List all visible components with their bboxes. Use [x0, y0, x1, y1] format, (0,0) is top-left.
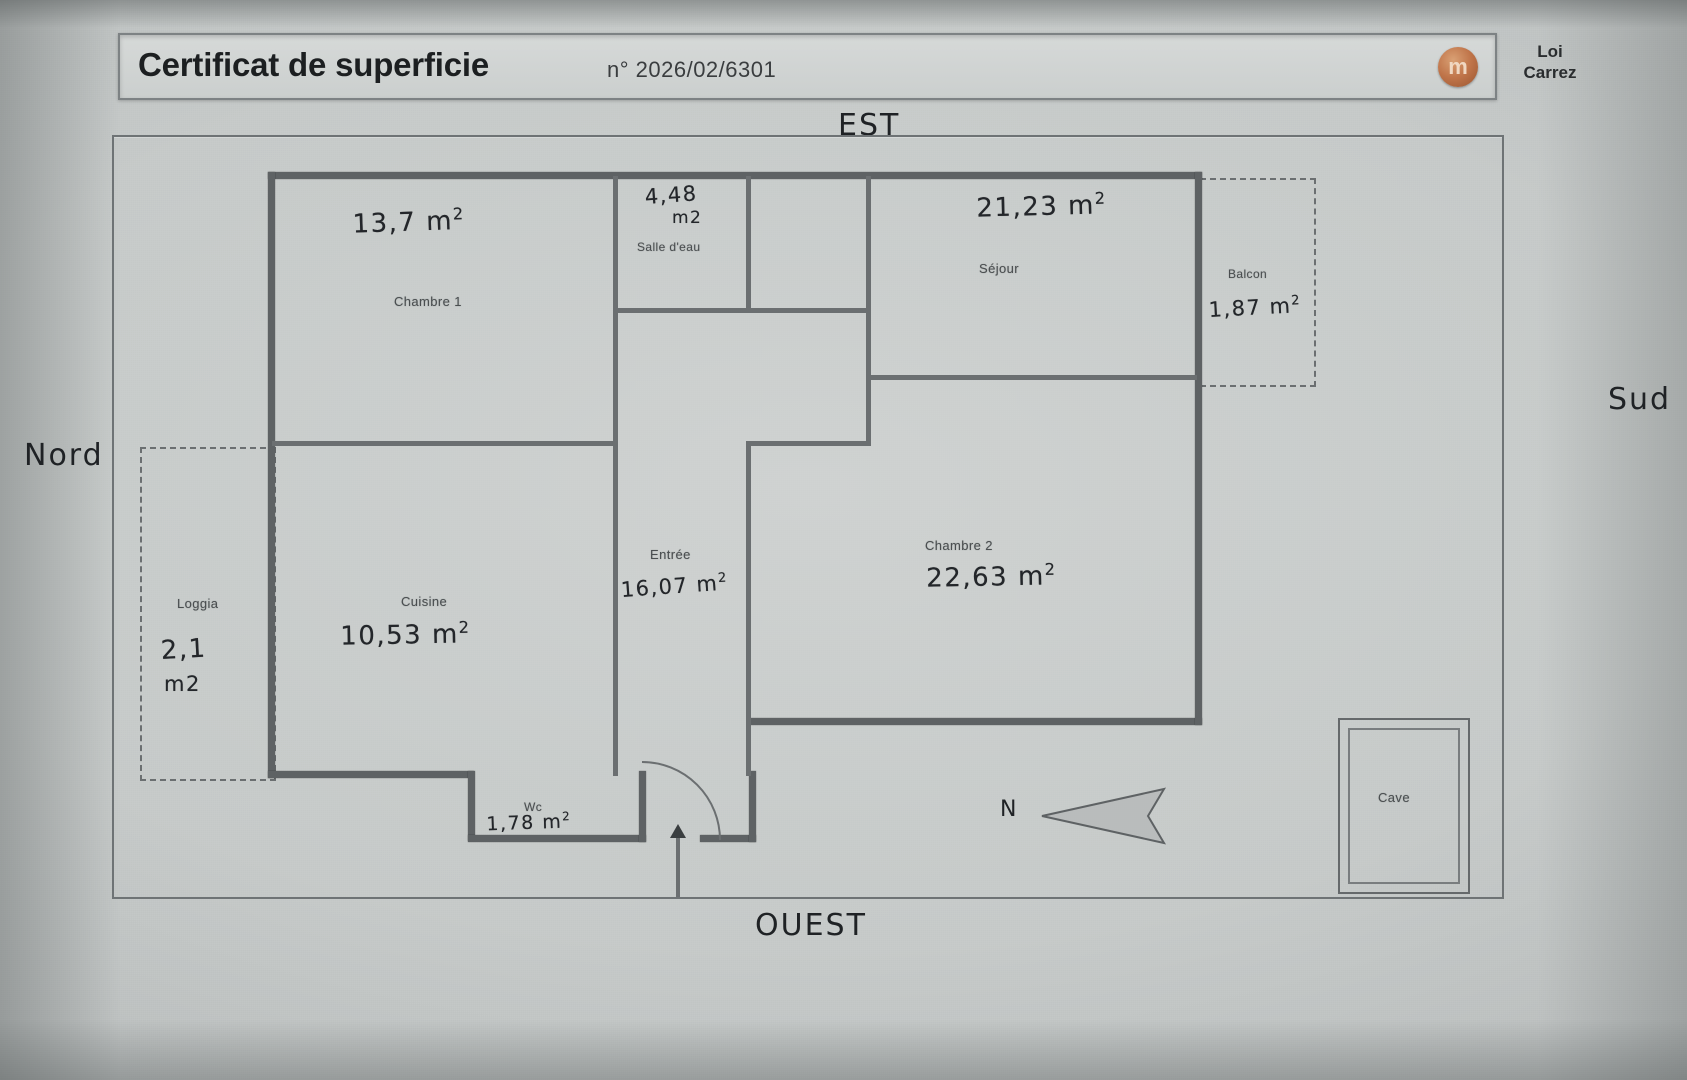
partition-sejour-left	[866, 176, 871, 376]
room-label-balcon: Balcon	[1228, 267, 1268, 281]
balcon-outline	[1200, 178, 1316, 387]
entry-arrow-icon	[670, 824, 686, 838]
wall-chambre2-bottom	[749, 718, 1202, 725]
wall-top	[268, 172, 1202, 179]
room-label-salle-deau: Salle d'eau	[637, 240, 701, 254]
orientation-label-west: OUEST	[755, 908, 867, 943]
cave-box	[1338, 718, 1470, 894]
wall-wc-bottom	[468, 835, 646, 842]
wall-entree-bottom	[700, 835, 756, 842]
handwritten-area-chambre-1: 13,7 m2	[352, 204, 465, 240]
handwritten-area-cuisine: 10,53 m2	[340, 617, 471, 652]
certificate-header-bar: Certificat de superficie n° 2026/02/6301…	[118, 33, 1576, 100]
entry-threshold-line	[676, 835, 680, 897]
handwritten-area-wc: 1,78 m2	[486, 809, 572, 836]
room-label-entree: Entrée	[650, 547, 691, 562]
brand-line-2: Carrez	[1523, 63, 1577, 83]
wall-left	[268, 172, 275, 778]
partition-west-vertical	[613, 176, 618, 776]
handwritten-area-salle-deau-line2: m2	[672, 208, 703, 228]
photo-shadow-left	[0, 0, 120, 1080]
room-label-cave: Cave	[1378, 790, 1410, 805]
room-label-wc: Wc	[524, 800, 543, 814]
compass-north-label: N	[1000, 797, 1017, 822]
wall-wc-left	[468, 771, 475, 841]
room-label-chambre-1: Chambre 1	[394, 294, 462, 309]
photo-shadow-right	[1537, 0, 1687, 1080]
plan-outer-frame	[112, 135, 1504, 899]
carrez-seal-icon: m	[1438, 47, 1478, 87]
partition-chambre1-cuisine	[272, 441, 618, 446]
handwritten-area-loggia-line2: m2	[164, 672, 201, 696]
handwritten-area-chambre-2: 22,63 m2	[926, 559, 1057, 594]
partition-entree-step-bottom	[746, 441, 871, 446]
partition-salledeau-right	[746, 176, 751, 313]
wall-wc-right	[639, 771, 646, 842]
orientation-label-east: EST	[838, 108, 901, 143]
handwritten-area-sejour: 21,23 m2	[976, 188, 1107, 224]
compass-arrow-icon	[1041, 787, 1167, 845]
room-label-loggia: Loggia	[177, 596, 219, 611]
loggia-outline	[140, 447, 276, 781]
brand-label: Loi Carrez	[1490, 41, 1610, 84]
handwritten-area-salle-deau-line1: 4,48	[644, 181, 699, 209]
document-number: n° 2026/02/6301	[607, 57, 777, 82]
photo-shadow-bottom	[0, 1020, 1687, 1080]
wall-bottom-left	[268, 771, 474, 778]
handwritten-area-loggia-line1: 2,1	[160, 633, 208, 666]
door-swing-arc	[641, 761, 721, 841]
room-label-sejour: Séjour	[979, 261, 1019, 276]
partition-sejour-chambre2	[871, 375, 1197, 380]
orientation-label-north: Nord	[24, 438, 104, 473]
cave-box-inner	[1348, 728, 1460, 884]
brand-line-1: Loi	[1537, 42, 1563, 61]
seal-letter: m	[1448, 54, 1468, 79]
room-label-chambre-2: Chambre 2	[925, 538, 993, 553]
wall-entree-right	[749, 771, 756, 842]
wall-right	[1195, 172, 1202, 725]
partition-entree-step-top	[618, 308, 871, 313]
partition-entree-right	[746, 441, 751, 776]
page-title: Certificat de superficie	[138, 46, 489, 83]
partition-entree-step-vertical	[866, 308, 871, 446]
orientation-label-south: Sud	[1608, 382, 1672, 417]
photo-shadow-top	[0, 0, 1687, 28]
room-label-cuisine: Cuisine	[401, 594, 448, 609]
handwritten-area-balcon: 1,87 m2	[1208, 293, 1302, 322]
